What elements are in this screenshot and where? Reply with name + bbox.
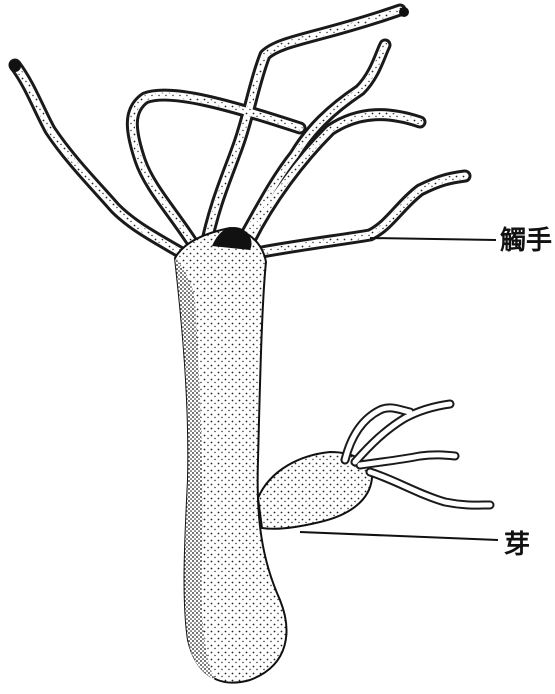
body — [175, 227, 286, 683]
bud-group — [258, 404, 490, 529]
tentacle-tip-left — [9, 60, 21, 72]
tentacle-label: 觸手 — [500, 226, 552, 256]
tentacles — [9, 7, 465, 258]
bud-label: 芽 — [504, 530, 530, 560]
bud-leader-line — [300, 532, 498, 540]
tentacle-right — [262, 176, 465, 252]
tentacle-tip-top — [399, 7, 409, 17]
tentacle-leader-line — [370, 238, 496, 240]
